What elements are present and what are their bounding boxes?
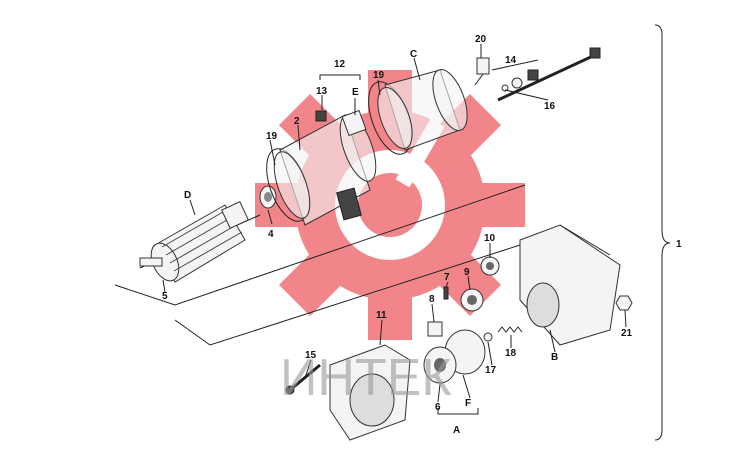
label-5: 5 (162, 291, 168, 302)
gear-large (460, 288, 484, 312)
label-6: 6 (435, 402, 441, 413)
label-20: 20 (475, 34, 487, 45)
spring (497, 326, 523, 333)
terminal-bolt (474, 57, 490, 86)
gear-small (480, 256, 500, 276)
label-C: C (410, 49, 417, 60)
label-D: D (184, 190, 191, 201)
nut (615, 295, 633, 311)
leader-lines (162, 44, 627, 403)
label-7: 7 (444, 272, 450, 283)
screw-small (315, 110, 327, 122)
label-1: 1 (676, 239, 682, 250)
nut-washer-set (501, 69, 539, 92)
label-21: 21 (621, 328, 633, 339)
label-15: 15 (305, 350, 317, 361)
label-12: 12 (334, 59, 346, 70)
label-14: 14 (505, 55, 517, 66)
gear-shaft (427, 321, 443, 337)
overrunning-clutch (423, 329, 486, 384)
label-10: 10 (484, 233, 496, 244)
label-16: 16 (544, 101, 556, 112)
label-17: 17 (485, 365, 497, 376)
through-bolt (497, 47, 601, 102)
solenoid-housing (519, 224, 621, 346)
drive-housing (329, 344, 411, 441)
label-19-right: 19 (373, 70, 385, 81)
label-A: A (453, 425, 460, 436)
bracket-14 (491, 59, 539, 71)
bearing (259, 185, 277, 209)
label-B: B (551, 352, 558, 363)
yoke-housing (273, 114, 377, 226)
label-19-left: 19 (266, 131, 278, 142)
label-E: E (352, 87, 359, 98)
bracket-12 (319, 74, 361, 80)
label-9: 9 (464, 267, 470, 278)
bracket-A (437, 408, 479, 415)
label-13: 13 (316, 86, 328, 97)
group-bracket (654, 24, 671, 441)
watermark-text: ИНТЕК (280, 349, 452, 407)
guide-lines (114, 184, 526, 346)
pin (443, 286, 449, 300)
label-8: 8 (429, 294, 435, 305)
label-F: F (465, 398, 471, 409)
label-2: 2 (294, 116, 300, 127)
ball (483, 332, 493, 342)
commutator-cover (377, 69, 468, 151)
brush-holder (341, 109, 367, 137)
label-4: 4 (268, 229, 274, 240)
label-11: 11 (376, 310, 387, 321)
label-18: 18 (505, 348, 517, 359)
armature (139, 201, 261, 283)
